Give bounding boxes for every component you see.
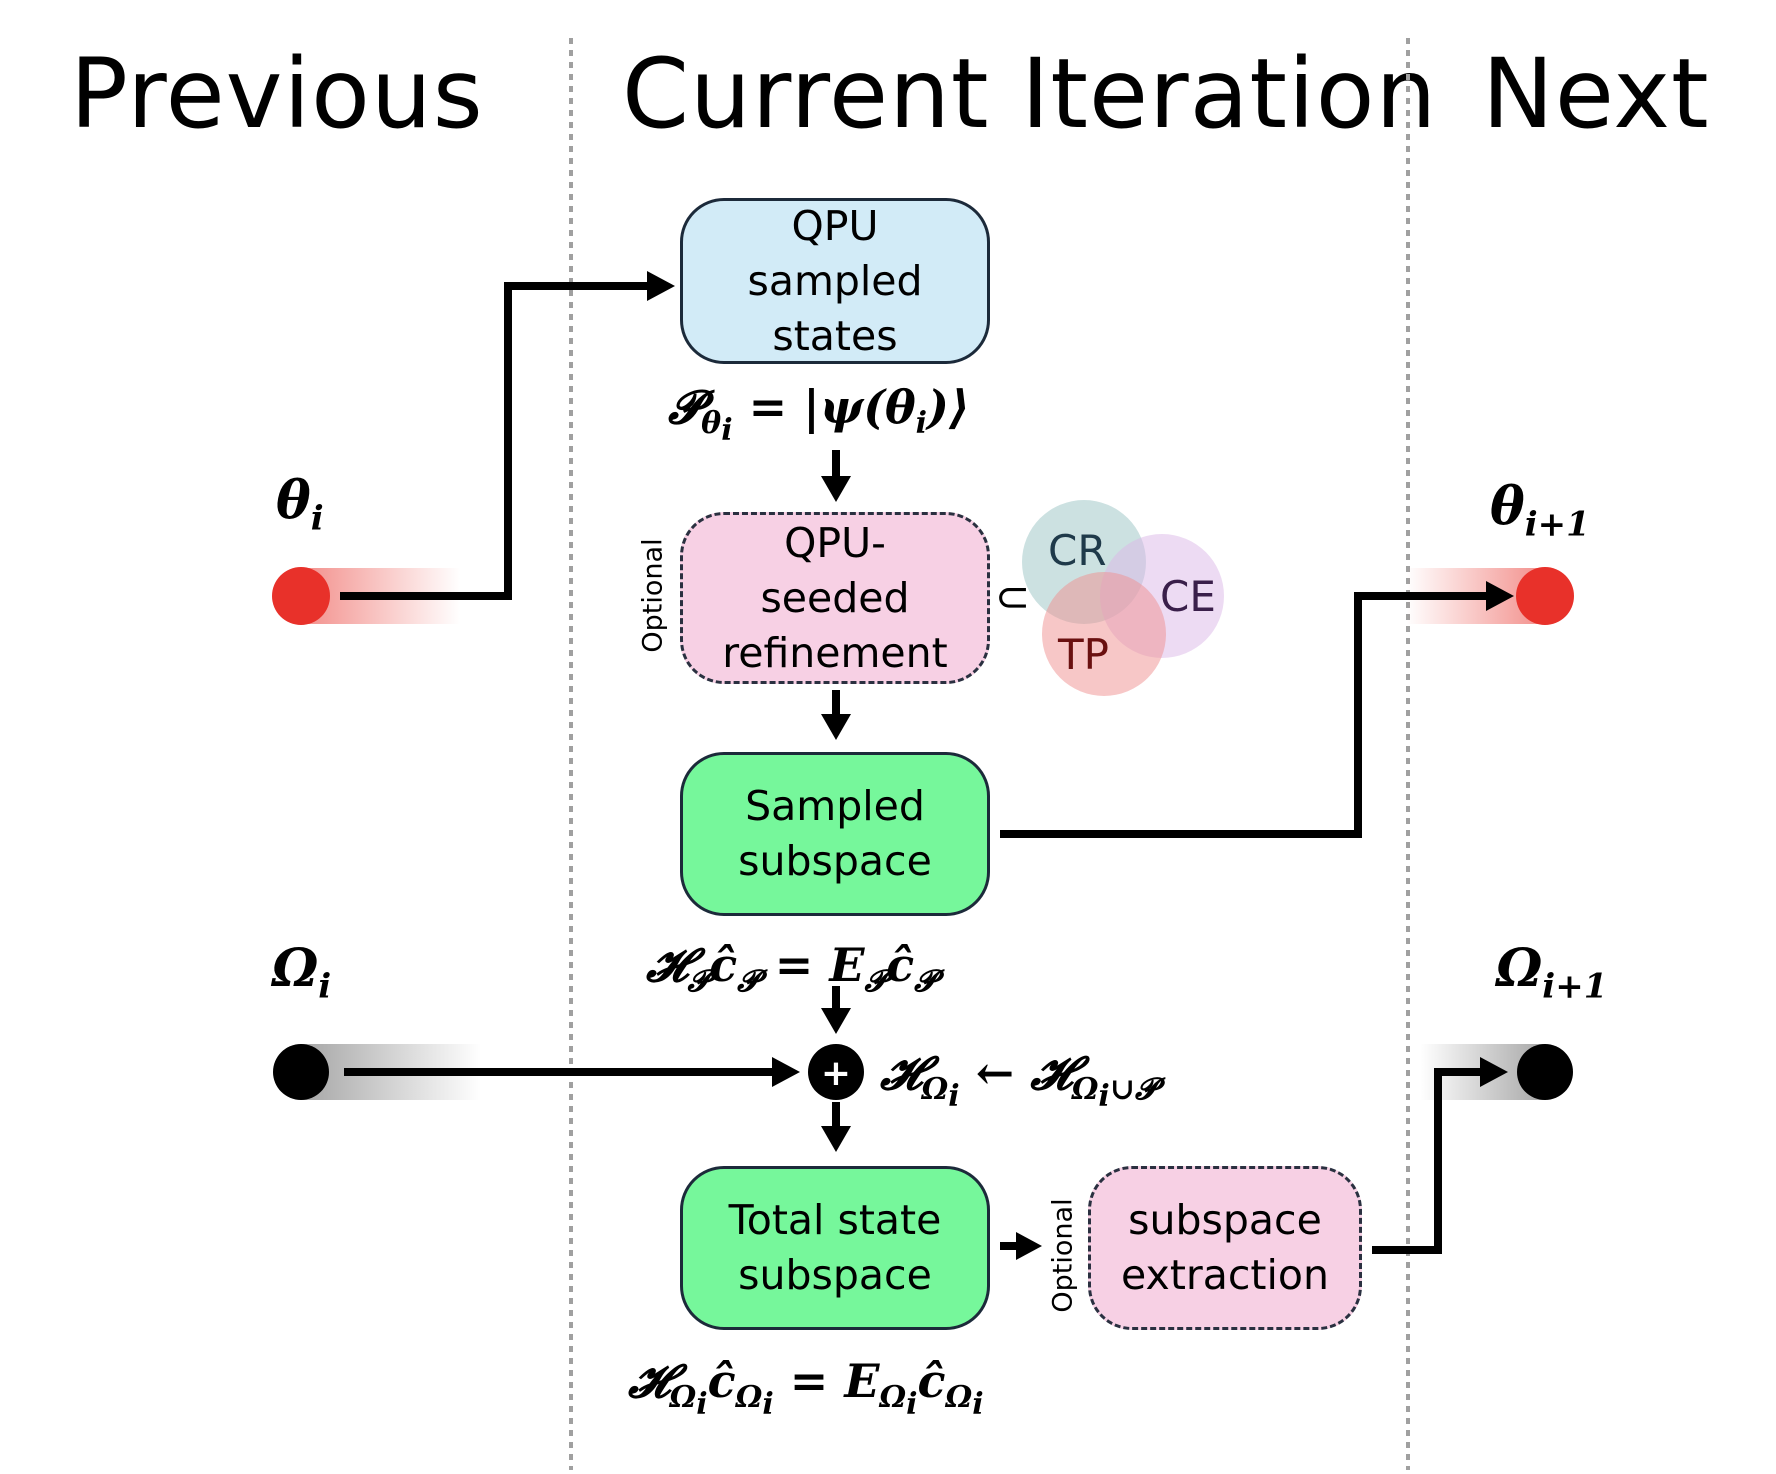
- arrow-5-head: [1016, 1232, 1042, 1260]
- sampled-subspace-line-2: subspace: [738, 837, 932, 885]
- total-state-line-1: Total state: [728, 1196, 942, 1244]
- qpu-seeded-line-2: seeded: [760, 573, 910, 622]
- qpu-seeded-line-3: refinement: [722, 628, 948, 677]
- qpu-seeded-refinement-box: QPU- seeded refinement: [680, 512, 990, 684]
- equation-h-omega: 𝓗ΩiĉΩi = EΩiĉΩi: [628, 1354, 984, 1423]
- theta-next-arrowhead: [1486, 581, 1514, 611]
- header-previous: Previous: [70, 38, 484, 150]
- subset-symbol: ⊂: [995, 572, 1031, 621]
- sampled-subspace-line-1: Sampled: [745, 782, 925, 830]
- optional-label-refinement: Optional: [637, 538, 669, 653]
- theta-i-label: θi: [276, 470, 324, 539]
- venn-label-ce: CE: [1160, 572, 1216, 621]
- arrow-2-head: [821, 714, 851, 740]
- subspace-extraction-line-2: extraction: [1121, 1251, 1329, 1299]
- theta-next-dot: [1516, 567, 1574, 625]
- total-state-line-2: subspace: [738, 1251, 932, 1299]
- qpu-sampled-line-2: sampled: [747, 256, 923, 305]
- qpu-seeded-line-1: QPU-: [784, 518, 886, 567]
- subspace-extraction-box: subspace extraction: [1088, 1166, 1362, 1330]
- omega-next-arrowhead: [1480, 1057, 1508, 1087]
- venn-circle-tp: [1042, 572, 1166, 696]
- sampled-to-theta-connector: [1000, 592, 1486, 838]
- qpu-sampled-line-3: states: [772, 311, 898, 360]
- omega-i-arrowhead: [772, 1057, 800, 1087]
- merge-node: [808, 1044, 864, 1100]
- equation-h-omega-update: 𝓗Ωi ← 𝓗Ωi∪𝓟: [880, 1046, 1157, 1115]
- total-state-subspace-box: Total state subspace: [680, 1166, 990, 1330]
- theta-i-connector: [340, 282, 652, 600]
- omega-next-dot: [1517, 1044, 1573, 1100]
- theta-i-dot: [272, 567, 330, 625]
- arrow-3-head: [821, 1008, 851, 1034]
- merge-plus-symbol: +: [821, 1053, 851, 1094]
- equation-p-theta: 𝓟θi = |ψ(θi)⟩: [668, 380, 970, 449]
- subspace-extraction-line-1: subspace: [1128, 1196, 1322, 1244]
- optional-label-extraction: Optional: [1047, 1198, 1079, 1313]
- theta-i-arrowhead: [647, 271, 675, 301]
- extraction-to-omega-connector: [1372, 1068, 1480, 1254]
- omega-i-label: Ωi: [272, 938, 332, 1007]
- venn-label-cr: CR: [1048, 526, 1107, 575]
- arrow-4-head: [821, 1126, 851, 1152]
- arrow-1-head: [821, 476, 851, 502]
- equation-h-p: 𝓗𝓟ĉ𝓟 = E𝓟ĉ𝓟: [646, 938, 936, 1000]
- theta-next-label: θi+1: [1490, 476, 1590, 545]
- qpu-sampled-line-1: QPU: [791, 201, 879, 250]
- qpu-sampled-states-box: QPU sampled states: [680, 198, 990, 364]
- venn-label-tp: TP: [1058, 630, 1109, 679]
- sampled-subspace-box: Sampled subspace: [680, 752, 990, 916]
- omega-i-dot: [273, 1044, 329, 1100]
- header-current-iteration: Current Iteration: [622, 38, 1438, 150]
- omega-next-label: Ωi+1: [1496, 938, 1608, 1007]
- header-next: Next: [1482, 38, 1710, 150]
